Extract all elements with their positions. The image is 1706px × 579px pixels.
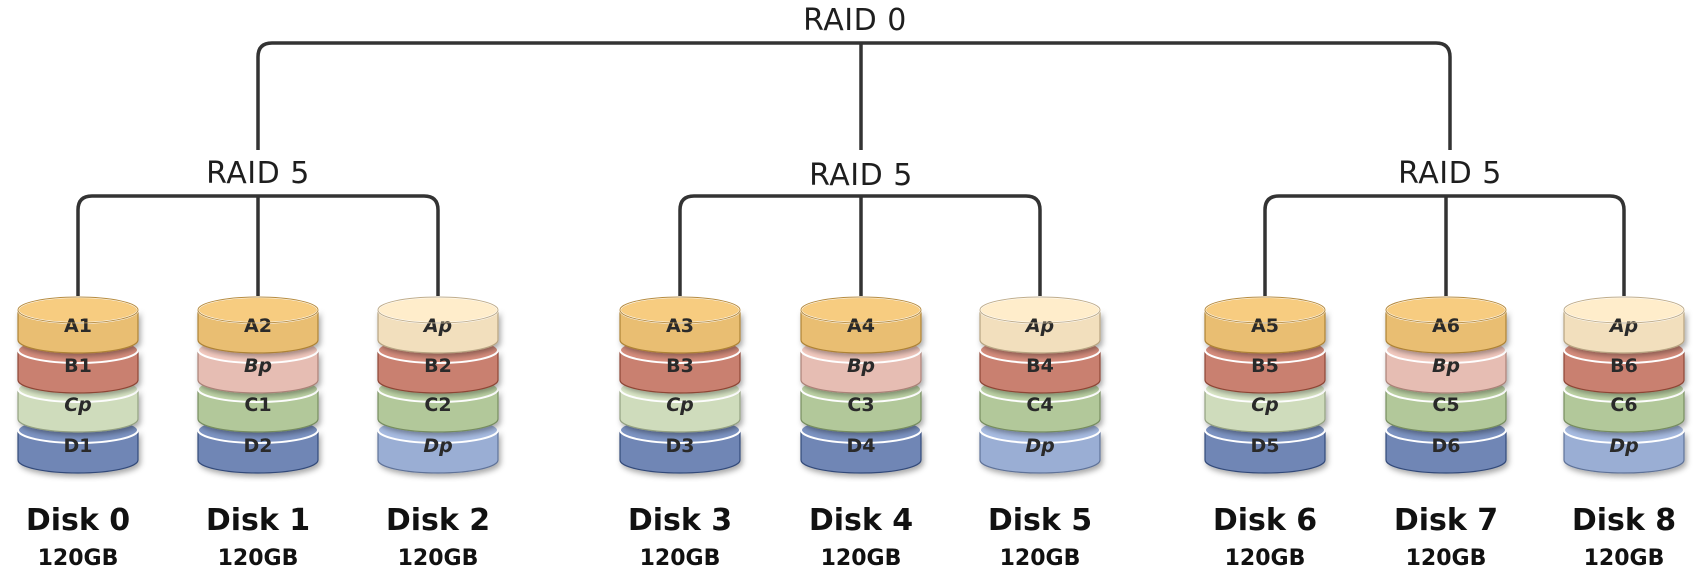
block-a1: A1	[17, 296, 139, 354]
block-label: B3	[666, 355, 694, 377]
block-label: Cp	[1251, 394, 1279, 416]
block-label: B1	[64, 355, 92, 377]
block-label: C1	[244, 394, 271, 416]
block-label: Ap	[1024, 315, 1054, 337]
block-label: A3	[666, 315, 694, 337]
block-a2: A2	[197, 296, 319, 354]
disk-top-rim	[17, 296, 139, 324]
block-label: C2	[424, 394, 451, 416]
block-ap: Ap	[377, 296, 499, 354]
block-label: D2	[244, 435, 273, 457]
block-label: Ap	[422, 315, 452, 337]
block-label: Bp	[1432, 355, 1460, 377]
disk-top-rim	[1563, 296, 1685, 324]
block-label: A6	[1432, 315, 1460, 337]
disk-top-rim	[1204, 296, 1326, 324]
raid5-label: RAID 5	[206, 156, 310, 191]
block-label: B5	[1251, 355, 1279, 377]
disk-size: 120GB	[1584, 546, 1665, 571]
block-label: C4	[1026, 394, 1053, 416]
block-a5: A5	[1204, 296, 1326, 354]
block-label: D5	[1251, 435, 1280, 457]
disk-name: Disk 7	[1394, 503, 1498, 538]
block-label: Cp	[64, 394, 92, 416]
disk-size: 120GB	[1406, 546, 1487, 571]
block-label: D6	[1432, 435, 1461, 457]
disk-name: Disk 8	[1572, 503, 1676, 538]
raid5-label: RAID 5	[1398, 156, 1502, 191]
block-label: C5	[1432, 394, 1459, 416]
disk-size: 120GB	[38, 546, 119, 571]
block-label: D1	[64, 435, 93, 457]
disk-size: 120GB	[398, 546, 479, 571]
block-label: Cp	[666, 394, 694, 416]
disk-top-rim	[197, 296, 319, 324]
raid5-label: RAID 5	[809, 158, 913, 193]
block-ap: Ap	[1563, 296, 1685, 354]
disk-size: 120GB	[1225, 546, 1306, 571]
disk-name: Disk 0	[26, 503, 130, 538]
block-label: D3	[666, 435, 695, 457]
disk-size: 120GB	[218, 546, 299, 571]
block-a6: A6	[1385, 296, 1507, 354]
raid0-label: RAID 0	[803, 3, 907, 38]
block-label: Dp	[1609, 435, 1638, 457]
disk-size: 120GB	[640, 546, 721, 571]
disk-size: 120GB	[1000, 546, 1081, 571]
raid5-groups: RAID 5 RAID 5 RAID 5	[76, 156, 1626, 302]
block-label: B2	[424, 355, 452, 377]
block-label: D4	[847, 435, 876, 457]
disk-size: 120GB	[821, 546, 902, 571]
block-label: A5	[1251, 315, 1279, 337]
block-label: Bp	[847, 355, 875, 377]
disk-name: Disk 4	[809, 503, 913, 538]
block-label: Dp	[1025, 435, 1054, 457]
block-label: Bp	[244, 355, 272, 377]
block-a4: A4	[800, 296, 922, 354]
block-ap: Ap	[979, 296, 1101, 354]
disk-top-rim	[377, 296, 499, 324]
disk-name: Disk 2	[386, 503, 490, 538]
block-label: Dp	[423, 435, 452, 457]
block-a3: A3	[619, 296, 741, 354]
raid0-connector	[256, 41, 1452, 150]
disk-name: Disk 6	[1213, 503, 1317, 538]
disk-top-rim	[619, 296, 741, 324]
block-label: B4	[1026, 355, 1054, 377]
block-label: A2	[244, 315, 272, 337]
disk-top-rim	[800, 296, 922, 324]
disk-top-rim	[979, 296, 1101, 324]
block-label: C3	[847, 394, 874, 416]
block-label: A4	[847, 315, 875, 337]
block-label: Ap	[1608, 315, 1638, 337]
disk-top-rim	[1385, 296, 1507, 324]
block-label: C6	[1610, 394, 1637, 416]
disk-name: Disk 5	[988, 503, 1092, 538]
disk-name: Disk 3	[628, 503, 732, 538]
block-label: A1	[64, 315, 92, 337]
block-label: B6	[1610, 355, 1638, 377]
disk-name: Disk 1	[206, 503, 310, 538]
